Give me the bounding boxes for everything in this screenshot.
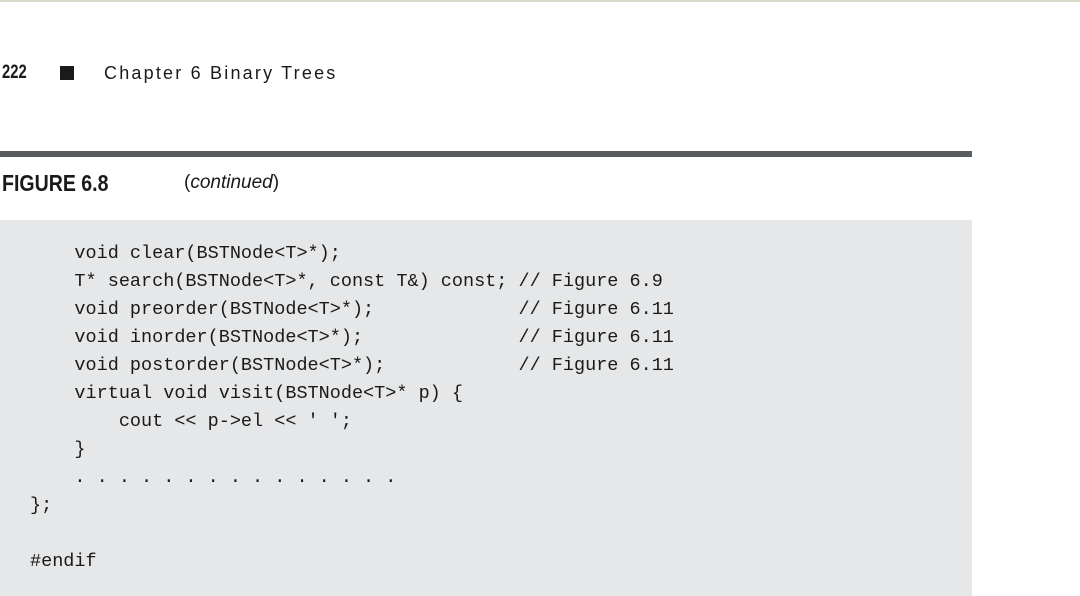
figure-note: (continued) (184, 172, 279, 194)
page-number: 222 (2, 62, 27, 83)
figure-note-open: ( (184, 172, 191, 193)
code-line: } (30, 439, 86, 460)
code-line: void postorder(BSTNode<T>*); // Figure 6… (30, 355, 674, 376)
figure-caption: FIGURE 6.8 (continued) (2, 168, 279, 198)
code-line: . . . . . . . . . . . . . . . (30, 467, 397, 488)
figure-note-close: ) (272, 172, 280, 193)
figure-label: FIGURE 6.8 (2, 169, 109, 196)
page-top-edge (0, 0, 1080, 2)
code-line: virtual void visit(BSTNode<T>* p) { (30, 383, 463, 404)
code-line: #endif (30, 551, 97, 572)
figure-note-text: continued (190, 172, 273, 193)
chapter-title: Chapter 6 Binary Trees (104, 62, 338, 83)
running-head: 222 Chapter 6 Binary Trees (2, 60, 338, 86)
code-listing: void clear(BSTNode<T>*); T* search(BSTNo… (0, 220, 972, 596)
figure-rule (0, 151, 972, 157)
code-line: T* search(BSTNode<T>*, const T&) const; … (30, 271, 663, 292)
square-bullet-icon (60, 66, 74, 80)
code-line: void preorder(BSTNode<T>*); // Figure 6.… (30, 299, 674, 320)
code-line: }; (30, 495, 53, 516)
code-line: void clear(BSTNode<T>*); (30, 243, 341, 264)
code-line: void inorder(BSTNode<T>*); // Figure 6.1… (30, 327, 674, 348)
code-line: cout << p->el << ' '; (30, 411, 352, 432)
